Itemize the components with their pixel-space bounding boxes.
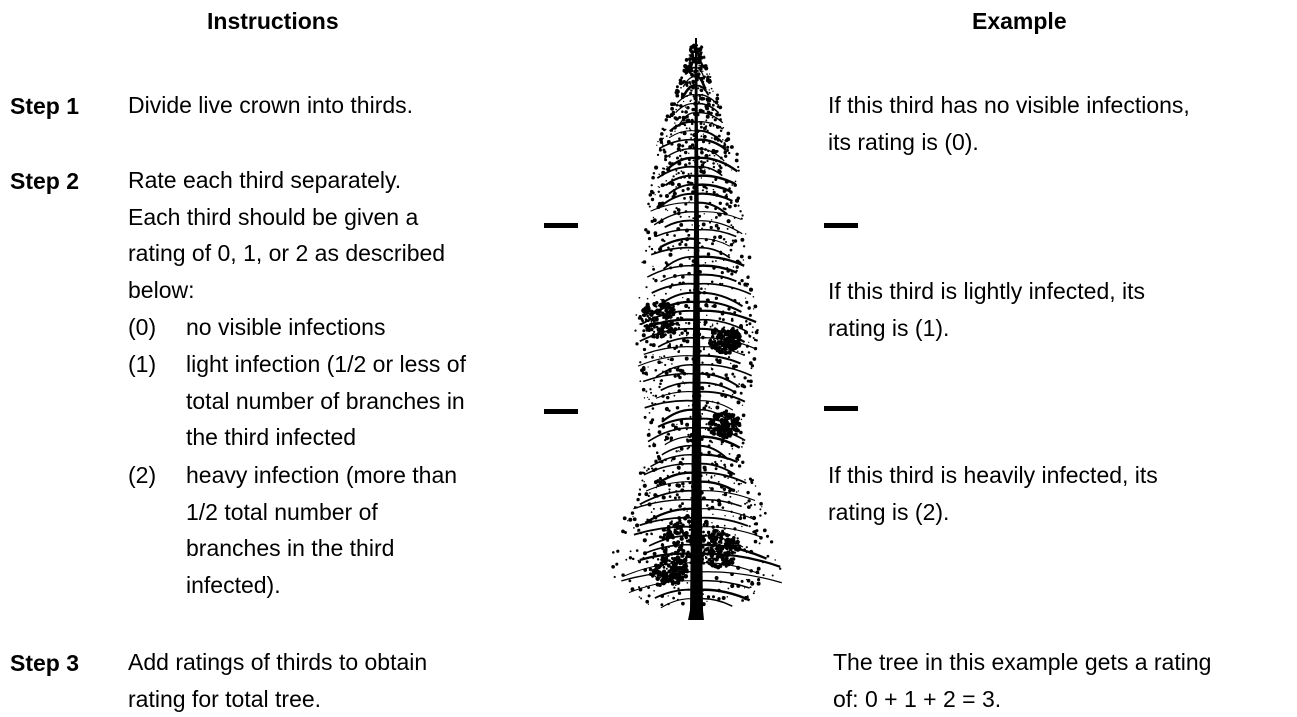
- step2-description: Rate each third separately. Each third s…: [128, 162, 445, 308]
- example-bottom-third-text: If this third is heavily infected, its r…: [828, 457, 1158, 530]
- example-line: rating is (2).: [828, 494, 1158, 531]
- rating-option-line: total number of branches in: [186, 383, 466, 420]
- example-total-text: The tree in this example gets a rating o…: [833, 644, 1211, 717]
- rating-option-line: heavy infection (more than: [186, 457, 457, 494]
- rating-option-2-number: (2): [128, 457, 156, 494]
- rating-option-1-number: (1): [128, 346, 156, 383]
- rating-option-line: the third infected: [186, 419, 466, 456]
- rating-option-line: no visible infections: [186, 309, 385, 346]
- example-top-third-text: If this third has no visible infections,…: [828, 87, 1190, 160]
- example-heading: Example: [972, 8, 1067, 34]
- example-line: of: 0 + 1 + 2 = 3.: [833, 681, 1211, 717]
- example-line: its rating is (0).: [828, 124, 1190, 161]
- instructions-heading: Instructions: [207, 8, 339, 34]
- step2-line: below:: [128, 272, 445, 309]
- example-line: The tree in this example gets a rating: [833, 644, 1211, 681]
- left-upper-divider-dash-icon: [544, 223, 578, 228]
- example-line: If this third is heavily infected, its: [828, 457, 1158, 494]
- step2-line: Rate each third separately.: [128, 162, 445, 199]
- step1-text: Divide live crown into thirds.: [128, 87, 413, 124]
- rating-option-1-text: light infection (1/2 or less of total nu…: [186, 346, 466, 456]
- example-line: rating is (1).: [828, 310, 1145, 347]
- example-line: If this third is lightly infected, its: [828, 273, 1145, 310]
- step2-label: Step 2: [10, 168, 79, 194]
- rating-option-0-text: no visible infections: [186, 309, 385, 346]
- rating-option-2-text: heavy infection (more than 1/2 total num…: [186, 457, 457, 603]
- rating-option-line: light infection (1/2 or less of: [186, 346, 466, 383]
- step2-line: rating of 0, 1, or 2 as described: [128, 235, 445, 272]
- step3-label: Step 3: [10, 650, 79, 676]
- example-line: If this third has no visible infections,: [828, 87, 1190, 124]
- rating-option-line: branches in the third: [186, 530, 457, 567]
- left-lower-divider-dash-icon: [544, 409, 578, 414]
- rating-option-0-number: (0): [128, 309, 156, 346]
- step1-label: Step 1: [10, 93, 79, 119]
- example-middle-third-text: If this third is lightly infected, its r…: [828, 273, 1145, 346]
- rating-option-line: 1/2 total number of: [186, 494, 457, 531]
- conifer-tree-icon: [600, 30, 800, 625]
- step2-line: Each third should be given a: [128, 199, 445, 236]
- right-upper-divider-dash-icon: [824, 223, 858, 228]
- right-lower-divider-dash-icon: [824, 406, 858, 411]
- rating-option-line: infected).: [186, 567, 457, 604]
- step3-line: Add ratings of thirds to obtain: [128, 644, 427, 681]
- step3-text: Add ratings of thirds to obtain rating f…: [128, 644, 427, 717]
- step3-line: rating for total tree.: [128, 681, 427, 717]
